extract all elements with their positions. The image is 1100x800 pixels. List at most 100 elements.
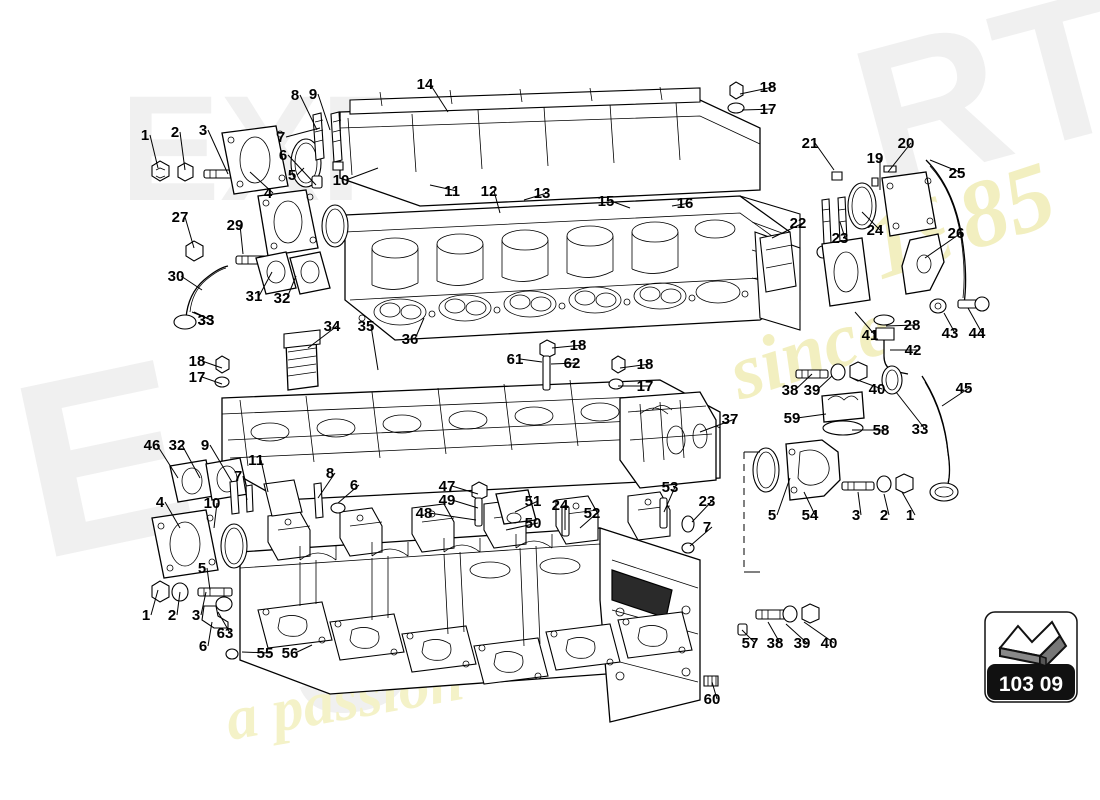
callout-9: 9	[201, 437, 233, 483]
callout-54: 54	[802, 491, 819, 524]
callout-32: 32	[274, 275, 297, 307]
callout-2: 2	[171, 124, 186, 171]
callout-40: 40	[803, 621, 838, 652]
callout-24: 24	[861, 211, 884, 239]
callout-number: 33	[912, 421, 929, 438]
callout-number: 21	[802, 135, 819, 152]
callout-10: 10	[333, 167, 379, 189]
leader-line	[691, 500, 713, 523]
callout-26: 26	[924, 225, 964, 259]
callout-1: 1	[901, 491, 916, 524]
leader-line	[785, 623, 808, 644]
callout-10: 10	[204, 495, 221, 529]
callout-number: 7	[703, 519, 711, 536]
callout-number: 59	[784, 410, 801, 427]
leader-line	[794, 373, 813, 391]
callout-56: 56	[282, 644, 313, 662]
callout-number: 34	[324, 318, 341, 335]
callout-39: 39	[804, 375, 833, 399]
callout-number: 30	[168, 268, 185, 285]
callout-23: 23	[832, 221, 848, 247]
leader-line	[857, 491, 862, 516]
callout-number: 18	[570, 337, 587, 354]
leader-line	[179, 131, 186, 171]
callout-number: 63	[217, 625, 234, 642]
leader-line	[286, 275, 297, 299]
callout-number: 38	[767, 635, 784, 652]
leader-line	[771, 222, 804, 239]
callout-33: 33	[895, 391, 929, 438]
callout-18: 18	[189, 353, 223, 370]
leader-line	[296, 167, 305, 176]
callout-number: 41	[862, 327, 879, 344]
callout-number: 25	[949, 165, 966, 182]
callout-28: 28	[885, 317, 920, 334]
small-parts-center	[539, 339, 626, 391]
cylinder-head-icon	[998, 620, 1068, 668]
callout-number: 48	[416, 505, 433, 522]
leader-line	[370, 325, 379, 371]
callout-24: 24	[552, 497, 569, 530]
leader-line	[258, 271, 273, 297]
callout-58: 58	[852, 422, 889, 439]
callout-41: 41	[854, 311, 879, 344]
callout-number: 3	[852, 507, 860, 524]
callout-6: 6	[337, 477, 360, 504]
callout-number: 54	[802, 507, 819, 524]
callout-number: 44	[969, 325, 986, 342]
callout-40: 40	[851, 377, 885, 398]
callout-number: 40	[821, 635, 838, 652]
callout-number: 17	[189, 369, 206, 386]
callout-19: 19	[867, 150, 884, 190]
callout-52: 52	[579, 505, 600, 529]
callout-17: 17	[189, 369, 223, 386]
leader-line	[287, 154, 317, 186]
callout-22: 22	[771, 215, 806, 239]
callout-number: 46	[144, 437, 161, 454]
callout-number: 1	[906, 507, 914, 524]
callout-8: 8	[317, 465, 336, 499]
callout-number: 12	[481, 183, 498, 200]
leader-line	[209, 444, 233, 483]
callout-5: 5	[768, 477, 791, 524]
callout-29: 29	[227, 217, 244, 255]
leader-line	[184, 216, 195, 249]
callout-32: 32	[169, 437, 201, 479]
group-badge: 103 09	[984, 611, 1078, 703]
leader-line	[803, 621, 835, 644]
callout-number: 3	[192, 607, 200, 624]
leader-line	[967, 307, 983, 334]
callout-number: 19	[867, 150, 884, 167]
callout-44: 44	[967, 307, 986, 342]
callout-number: 10	[204, 495, 221, 512]
leader-line	[429, 83, 449, 113]
callout-number: 9	[201, 437, 209, 454]
callout-6: 6	[199, 621, 213, 655]
leader-line	[711, 681, 718, 700]
leader-line	[887, 142, 912, 173]
callout-number: 33	[198, 312, 215, 329]
leader-line	[181, 444, 201, 479]
callout-62: 62	[550, 355, 580, 372]
callout-30: 30	[168, 268, 203, 291]
callout-18: 18	[551, 337, 587, 354]
small-parts-mid-right	[743, 296, 990, 573]
leader-line	[317, 472, 336, 499]
callout-number: 7	[277, 129, 285, 146]
callout-14: 14	[417, 76, 449, 113]
leader-line	[201, 360, 223, 369]
callout-number: 47	[439, 478, 456, 495]
callout-27: 27	[172, 209, 195, 249]
callout-42: 42	[890, 342, 921, 359]
callout-number: 11	[444, 183, 460, 200]
callout-number: 35	[358, 318, 375, 335]
callout-60: 60	[704, 681, 720, 708]
callout-11: 11	[248, 452, 269, 493]
callout-13: 13	[523, 185, 550, 202]
leader-line	[523, 192, 548, 201]
leader-line	[307, 325, 338, 349]
leader-line	[345, 167, 379, 181]
callout-number: 31	[246, 288, 263, 305]
